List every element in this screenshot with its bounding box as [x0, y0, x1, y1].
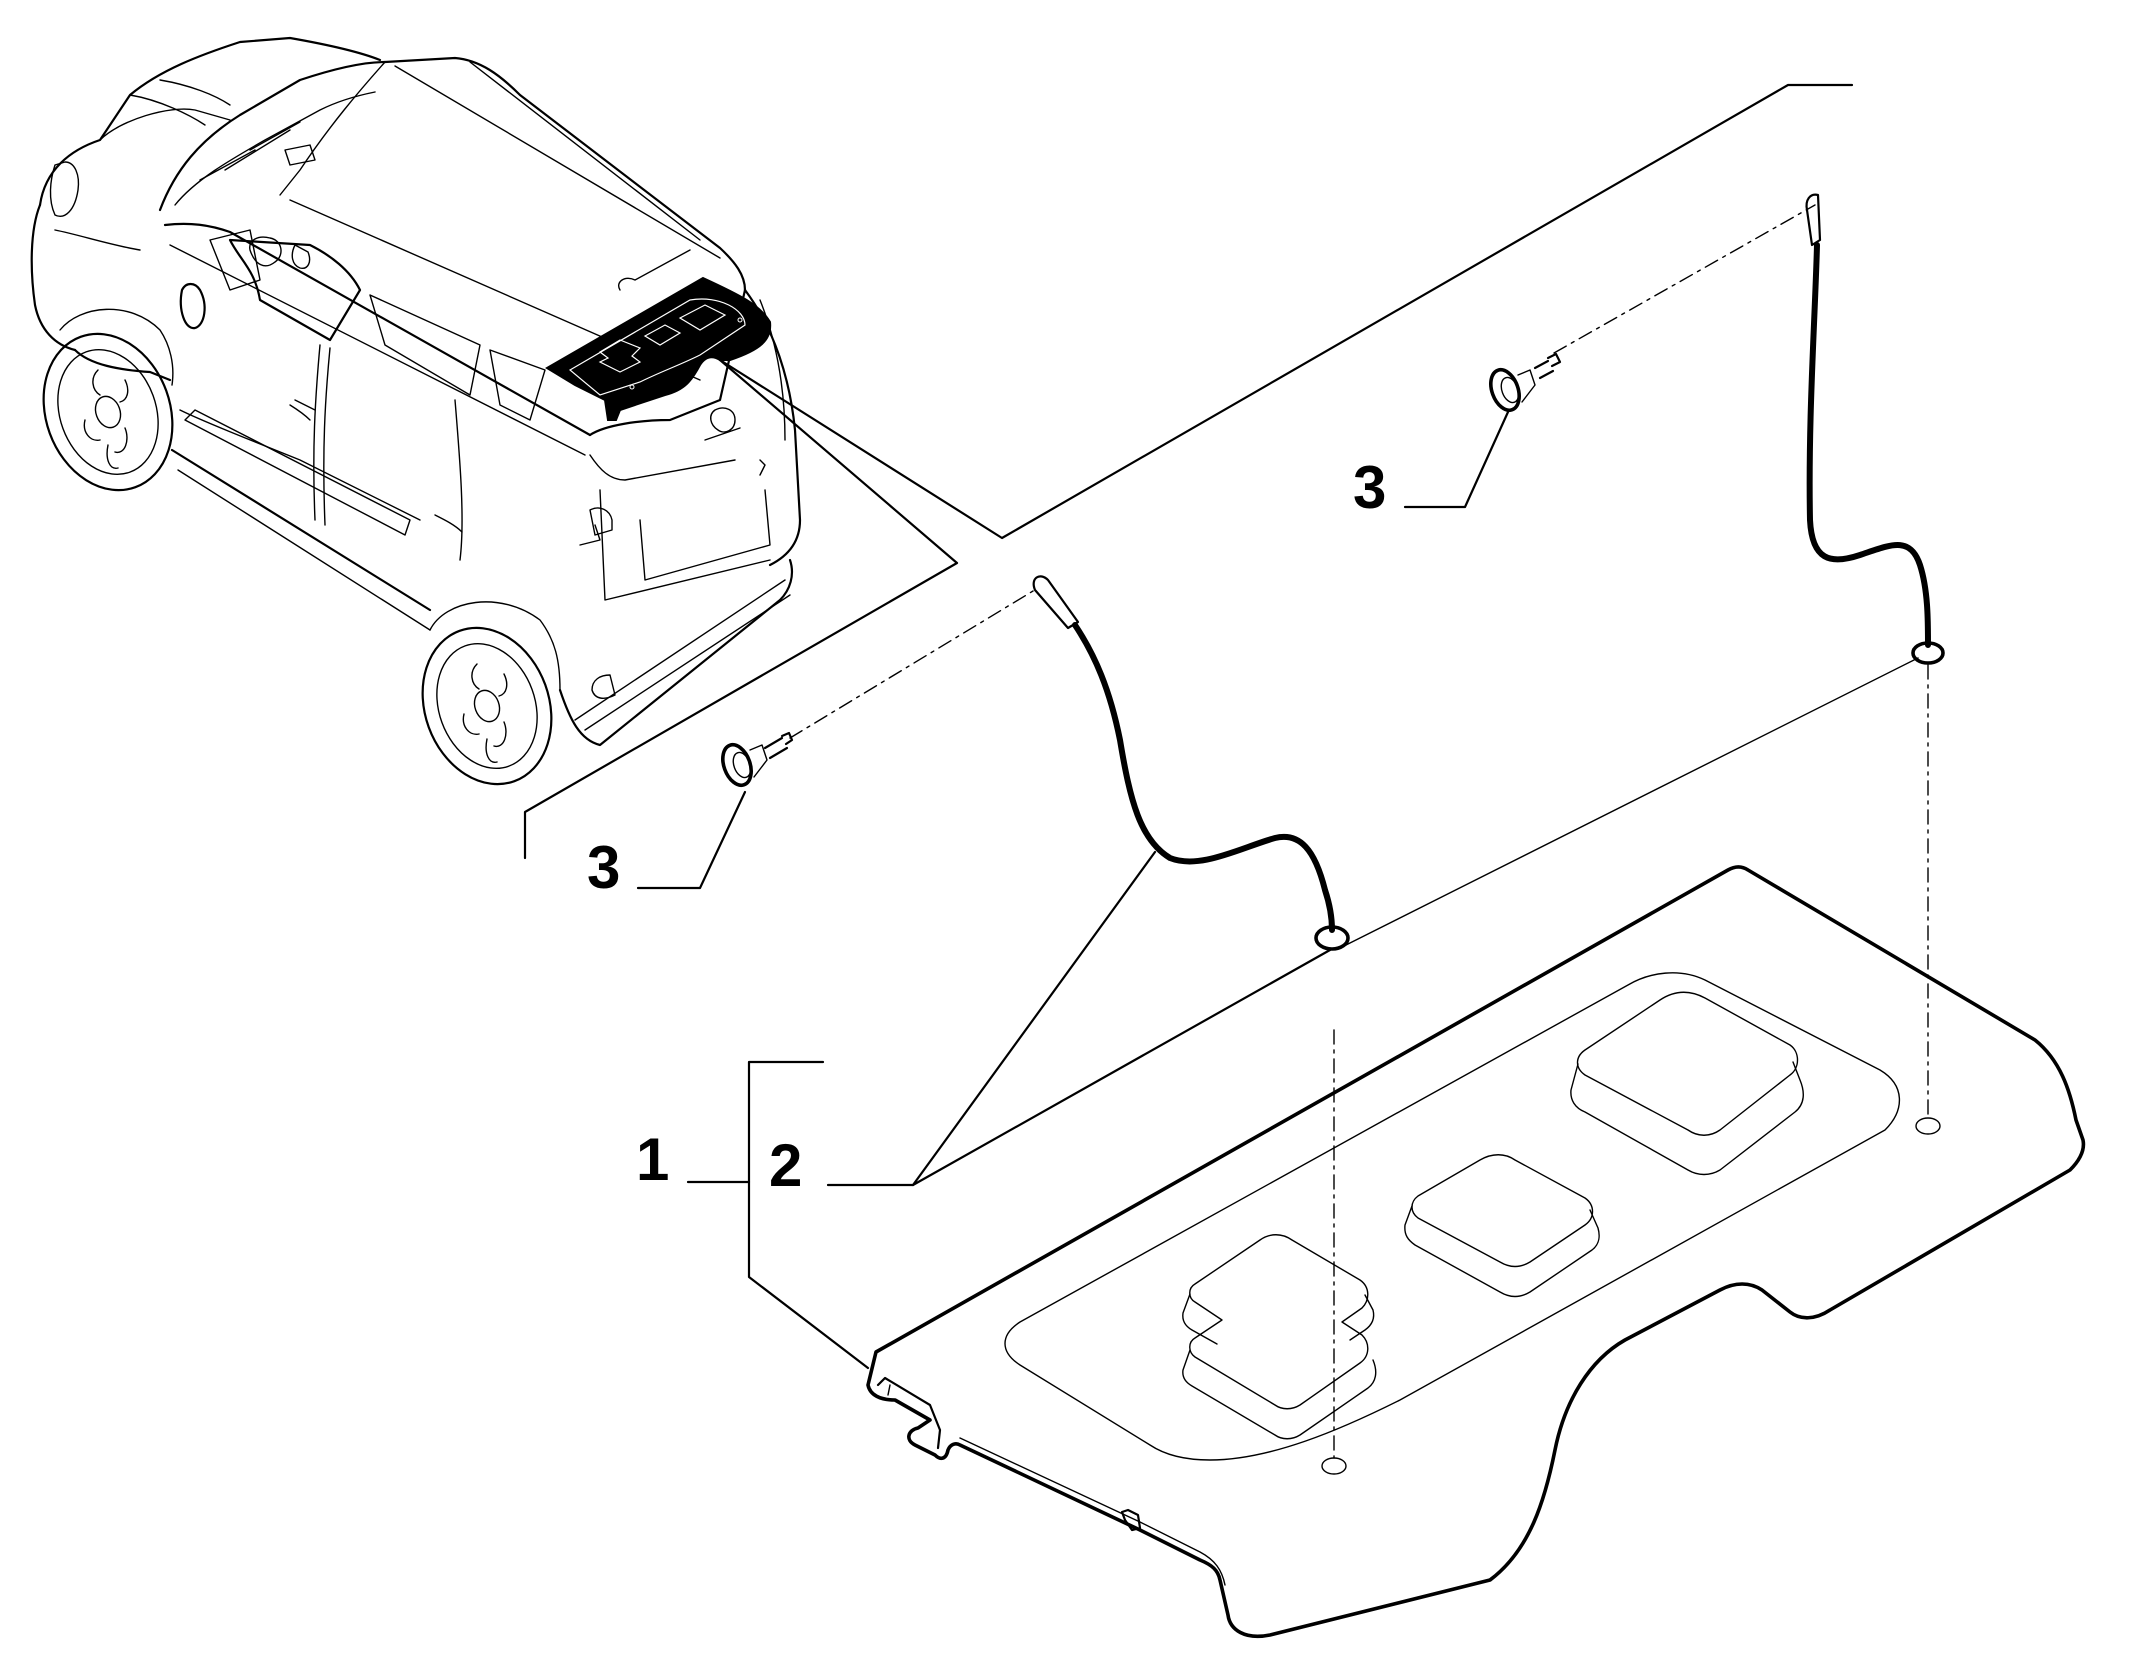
callout-3-left-leader	[636, 790, 747, 890]
callout-2-leader-branch	[911, 948, 1332, 1187]
callout-2-label: 2	[769, 1132, 803, 1199]
callout-3-right-leader	[1403, 410, 1510, 509]
vehicle-locator-illustration	[30, 36, 802, 786]
callout-2-leader	[826, 850, 1157, 1187]
callout-1-label: 1	[636, 1126, 670, 1193]
parcel-shelf	[866, 657, 2086, 1638]
support-cable-right	[1805, 193, 1945, 1116]
callout-1-bracket	[747, 1060, 870, 1370]
fastener-pin-left	[636, 587, 1039, 890]
support-cable-left	[1032, 575, 1350, 951]
highlighted-parcel-shelf	[545, 276, 772, 421]
callout-1-2-leaders	[686, 850, 1332, 1370]
locator-leader-lines	[523, 83, 1854, 860]
fastener-pin-right	[1403, 204, 1816, 509]
callout-3-left-label: 3	[587, 834, 621, 901]
callout-3-right-label: 3	[1353, 454, 1387, 521]
